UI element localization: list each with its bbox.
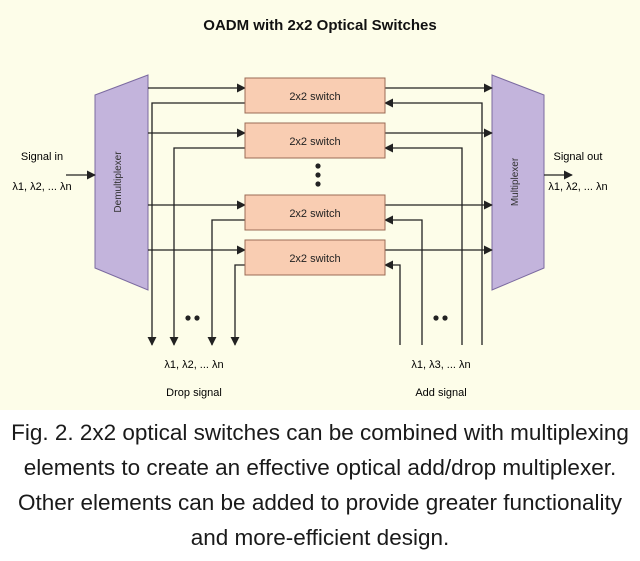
signal-in-label: Signal in: [21, 151, 63, 163]
add-path-2: [384, 215, 423, 345]
switch-1: 2x2 switch: [244, 77, 386, 114]
oadm-diagram-svg: OADM with 2x2 Optical Switches Demultipl…: [12, 17, 607, 399]
add-path-1: [384, 260, 401, 345]
switch-4: 2x2 switch: [244, 239, 386, 276]
diagram-title: OADM with 2x2 Optical Switches: [203, 17, 436, 34]
signal-in-wavelengths: λ1, λ2, ... λn: [12, 181, 71, 193]
add-ellipsis-dots: [433, 315, 448, 321]
add-path-3: [384, 143, 463, 345]
switch-2-label: 2x2 switch: [289, 136, 340, 148]
add-path-4: [384, 98, 483, 345]
switch-ellipsis-dots: [315, 163, 321, 187]
switch-3-label: 2x2 switch: [289, 208, 340, 220]
drop-signal-label: Drop signal: [166, 387, 222, 399]
switch-3: 2x2 switch: [244, 194, 386, 231]
add-signal-label: Add signal: [415, 387, 466, 399]
multiplexer-label: Multiplexer: [510, 157, 521, 206]
optical-paths: [66, 83, 573, 346]
drop-ellipsis-dots: [185, 315, 200, 321]
switch-2: 2x2 switch: [244, 122, 386, 159]
switch-4-label: 2x2 switch: [289, 253, 340, 265]
drop-path-1: [147, 102, 245, 346]
figure-caption: Fig. 2. 2x2 optical switches can be comb…: [0, 410, 640, 561]
drop-path-4: [230, 264, 245, 346]
add-wavelengths: λ1, λ3, ... λn: [411, 359, 470, 371]
signal-out-wavelengths: λ1, λ2, ... λn: [548, 181, 607, 193]
oadm-diagram: OADM with 2x2 Optical Switches Demultipl…: [12, 17, 608, 399]
demultiplexer-block: [94, 74, 149, 291]
demultiplexer-label: Demultiplexer: [113, 151, 124, 213]
multiplexer-block: [491, 74, 545, 291]
drop-path-3: [207, 219, 245, 346]
switch-1-label: 2x2 switch: [289, 91, 340, 103]
signal-out-label: Signal out: [554, 151, 603, 163]
drop-wavelengths: λ1, λ2, ... λn: [164, 359, 223, 371]
drop-path-2: [169, 147, 245, 346]
